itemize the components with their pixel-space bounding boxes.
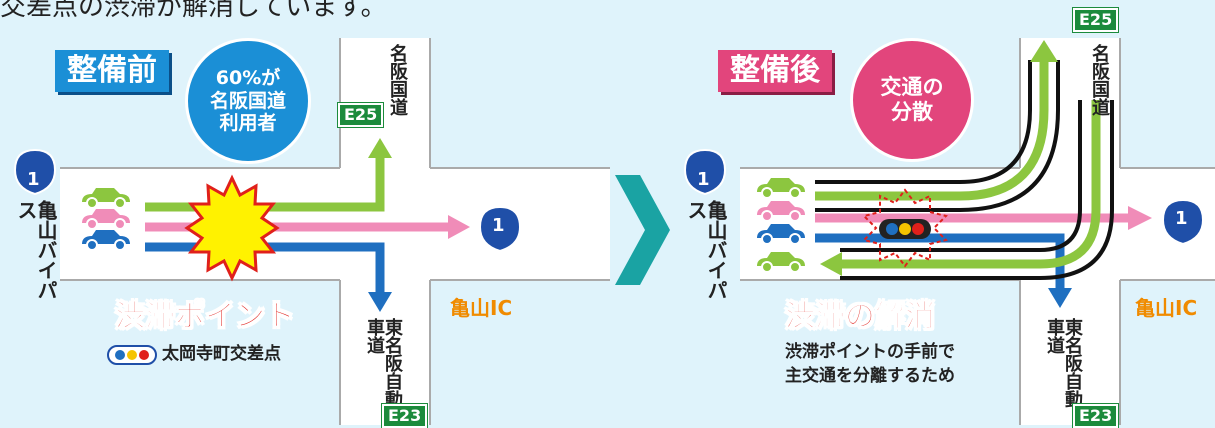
dispersion-circle: 交通の 分散	[850, 38, 974, 162]
transition-arrow-icon	[615, 175, 670, 285]
route1-shield-icon	[683, 148, 727, 196]
resolve-title: 渋滞の解消	[785, 299, 936, 334]
right-cars	[757, 178, 805, 273]
congestion-title: 渋滞ポイント	[115, 299, 296, 334]
ic-label: 亀山IC	[450, 296, 513, 320]
congestion-burst-icon	[184, 174, 280, 282]
e23-sign: E23	[380, 403, 429, 428]
route1-number: 1	[27, 169, 40, 190]
route-bottom-label: 東名阪自動車道	[364, 318, 403, 408]
route1-number: 1	[697, 169, 710, 190]
route-left-label: 亀山バイパス	[684, 200, 728, 300]
route-left-label: 亀山バイパス	[14, 200, 58, 300]
route1-number: 1	[1175, 208, 1188, 229]
route-bottom-label: 東名阪自動車道	[1044, 318, 1083, 408]
ic-label: 亀山IC	[1135, 296, 1198, 320]
route-top-label: 名阪国道	[387, 44, 408, 116]
e25-sign: E25	[1071, 7, 1120, 33]
circle-line: 名阪国道	[209, 89, 286, 112]
route1-shield-icon	[13, 148, 57, 196]
resolve-note-line: 渋滞ポイントの手前で	[785, 342, 955, 362]
circle-line: 分散	[891, 100, 933, 124]
congestion-location: 太岡寺町交差点	[162, 344, 281, 364]
after-badge: 整備後	[718, 50, 832, 92]
e23-sign: E23	[1071, 403, 1120, 428]
route1-shield-icon	[1161, 198, 1205, 246]
left-cars	[82, 188, 130, 251]
circle-line: 交通の	[880, 74, 944, 99]
traffic-light-icon	[879, 219, 931, 239]
resolved-burst-icon	[862, 188, 948, 268]
usage-circle: 60%が 名阪国道 利用者	[185, 38, 311, 164]
header-text: 交差点の渋滞が解消しています。	[0, 0, 387, 22]
resolve-note-line: 主交通を分離するため	[785, 366, 955, 386]
route-top-label: 名阪国道	[1089, 44, 1110, 116]
traffic-light-icon	[107, 345, 157, 365]
before-badge: 整備前	[55, 50, 169, 92]
route1-number: 1	[492, 215, 505, 236]
right-flow-arrows	[815, 40, 1152, 308]
circle-line: 60%が	[215, 66, 281, 89]
route1-shield-icon	[478, 205, 522, 253]
circle-line: 利用者	[219, 112, 277, 135]
e25-sign: E25	[336, 102, 385, 128]
